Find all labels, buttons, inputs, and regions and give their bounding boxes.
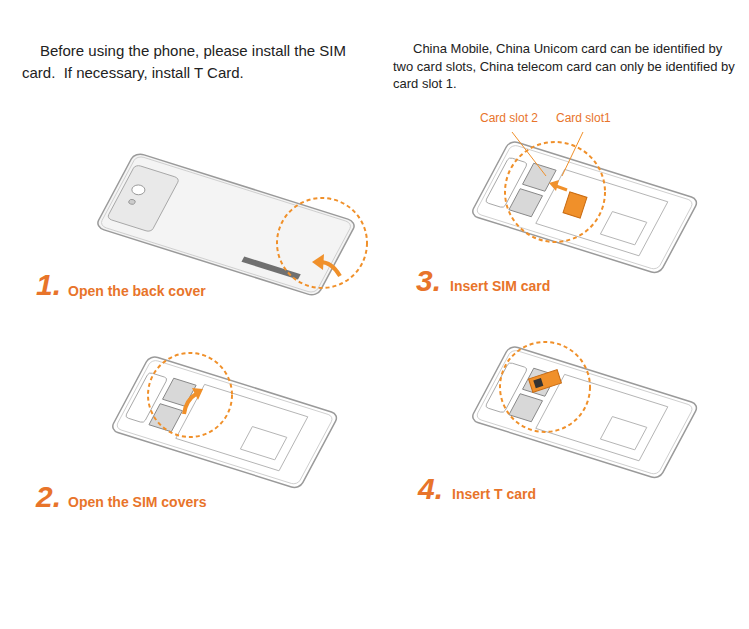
highlight-circle (277, 198, 367, 288)
phone-edge (99, 155, 353, 294)
t-card-chip (533, 378, 543, 388)
highlight-circle (505, 142, 605, 242)
sim-slot (509, 189, 543, 217)
leader-line (512, 132, 546, 176)
inner-panel (600, 417, 646, 450)
arrow-head (192, 388, 203, 400)
sim-slot (163, 378, 197, 406)
phone-body (110, 355, 339, 489)
sim-card (563, 192, 587, 218)
phone-body (95, 152, 357, 297)
step-caption: Insert SIM card (450, 279, 550, 294)
highlight-circle (148, 353, 232, 437)
insert-arrow (556, 186, 567, 190)
step-caption: Insert T card (452, 487, 536, 502)
camera-lens (130, 183, 147, 196)
battery-area (536, 374, 668, 460)
slot-label: Card slot1 (556, 112, 611, 125)
step-number: 4. (418, 472, 443, 505)
phone-open (470, 140, 699, 274)
step-number: 2. (36, 480, 61, 513)
flash (128, 199, 136, 205)
leader-line (562, 132, 583, 176)
carrier-note: China Mobile, China Unicom card can be i… (393, 40, 738, 93)
phone-back (95, 152, 357, 297)
slot-label: Card slot 2 (480, 112, 538, 125)
step-caption: Open the back cover (68, 284, 206, 299)
phone-open (110, 355, 339, 489)
step-number: 3. (416, 264, 441, 297)
inner-panel (240, 427, 286, 460)
intro-note: Before using the phone, please install t… (22, 40, 352, 84)
phone-body (470, 140, 699, 274)
open-arrow (184, 394, 196, 414)
step-number: 1. (36, 268, 61, 301)
arrow-head (549, 180, 559, 191)
step-caption: Open the SIM covers (68, 495, 206, 510)
arrow-head (312, 254, 324, 270)
sim-slot (509, 394, 543, 422)
inner-panel (600, 212, 646, 245)
battery-area (176, 384, 308, 470)
speaker-bar (241, 257, 300, 280)
highlight-circle (500, 342, 590, 432)
t-card (529, 370, 562, 393)
phone-edge (115, 359, 334, 485)
camera-band (107, 164, 180, 232)
